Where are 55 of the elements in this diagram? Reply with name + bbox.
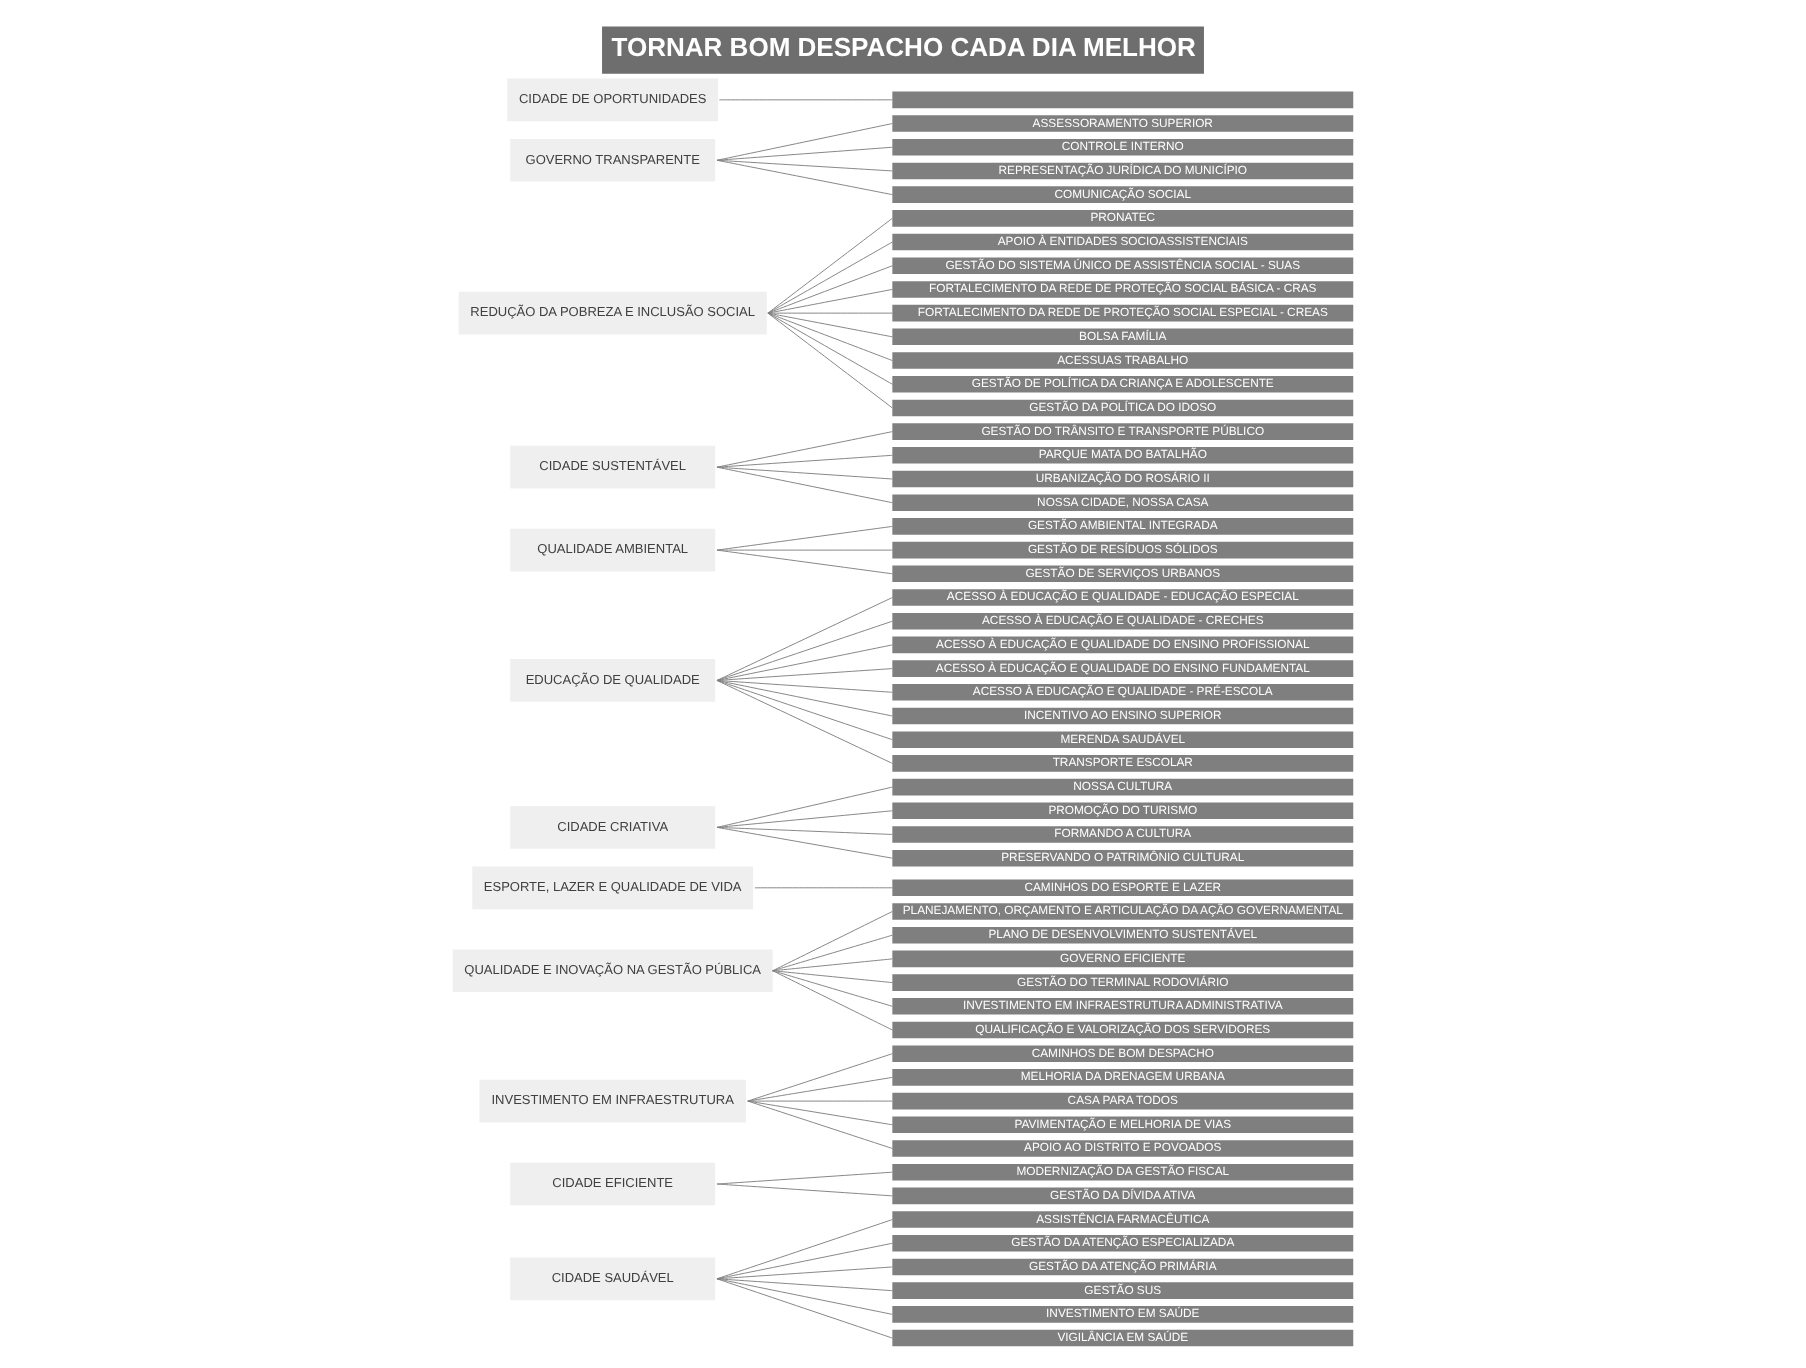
connector <box>716 123 893 161</box>
connector <box>767 312 893 361</box>
connector <box>716 826 893 835</box>
diagram-title: TORNAR BOM DESPACHO CADA DIA MELHOR <box>611 31 1196 62</box>
connector <box>767 265 893 314</box>
connector <box>716 549 893 551</box>
connector <box>716 549 893 575</box>
connector <box>718 99 893 101</box>
connector <box>772 911 893 972</box>
connector <box>716 1242 893 1280</box>
connector <box>716 679 893 741</box>
connector <box>716 1266 893 1280</box>
connector <box>716 644 893 681</box>
connector <box>716 466 893 504</box>
connector <box>716 1278 893 1339</box>
connector <box>716 1219 893 1280</box>
connector <box>767 217 893 314</box>
connector <box>716 454 893 468</box>
connector <box>754 887 893 889</box>
connector <box>772 970 893 1031</box>
connector <box>716 786 893 828</box>
connector <box>716 668 893 681</box>
connector <box>716 525 893 551</box>
connector <box>716 679 893 693</box>
connector <box>716 826 893 859</box>
connector <box>716 597 893 681</box>
connector <box>716 159 893 196</box>
connector <box>716 146 893 161</box>
node-bar <box>892 91 1354 109</box>
connector <box>767 288 893 314</box>
connector <box>716 466 893 480</box>
connector <box>716 679 893 764</box>
connector <box>716 1183 893 1197</box>
connector <box>747 1100 893 1126</box>
connector <box>772 934 893 972</box>
connector <box>772 958 893 972</box>
connector <box>772 970 893 1007</box>
connector <box>767 312 893 338</box>
connector <box>716 431 893 468</box>
connector <box>747 1053 893 1102</box>
connector <box>716 159 893 172</box>
connector <box>767 312 893 314</box>
connector <box>747 1076 893 1102</box>
connector <box>772 970 893 984</box>
connector <box>716 810 893 828</box>
connector <box>747 1100 893 1102</box>
connector <box>767 312 893 409</box>
connector <box>767 241 893 314</box>
connector <box>716 1278 893 1315</box>
connector <box>767 312 893 385</box>
connector <box>716 1171 893 1185</box>
connector <box>716 620 893 681</box>
connector <box>747 1100 893 1149</box>
connector <box>716 679 893 717</box>
connector <box>716 1278 893 1292</box>
